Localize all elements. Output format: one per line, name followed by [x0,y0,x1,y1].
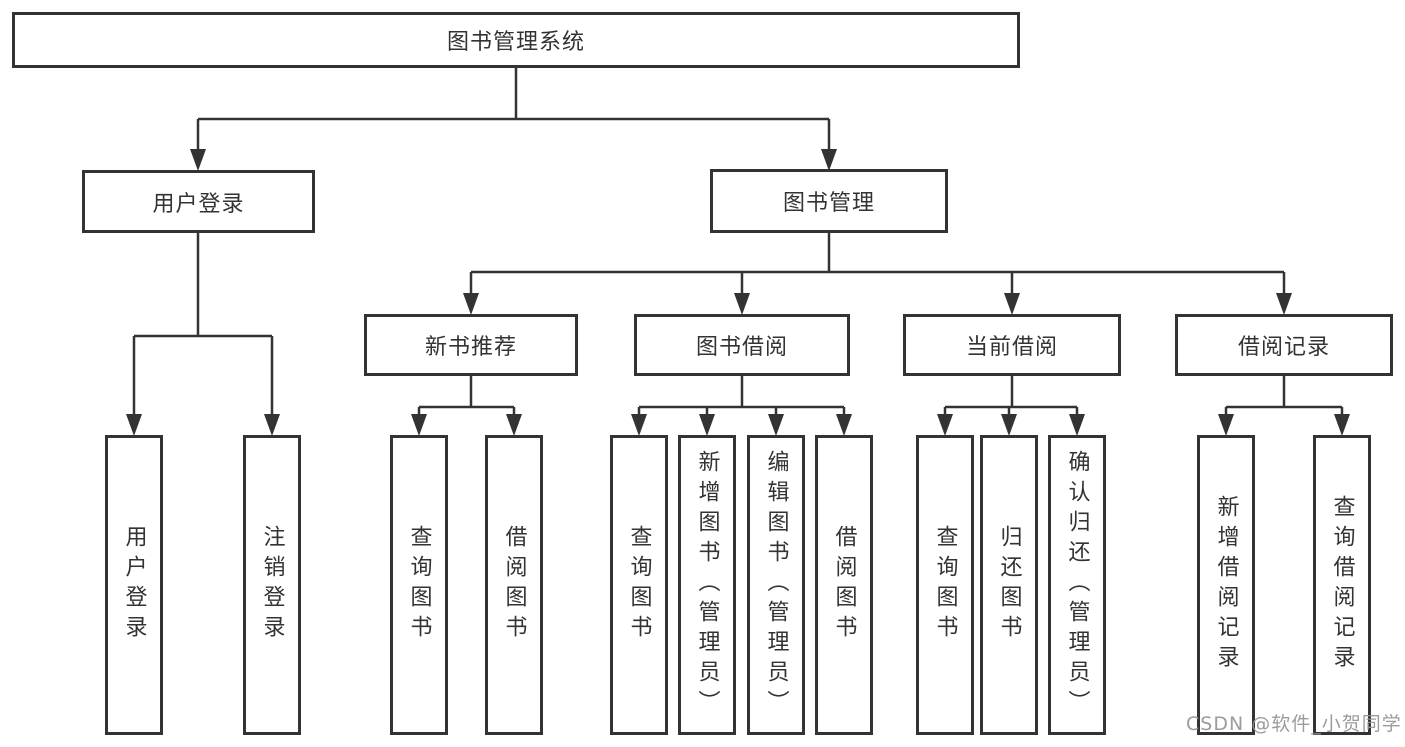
node-user-login: 用户登录 [82,170,315,233]
arrowhead [1276,293,1292,315]
leaf-bookborrow-borrow-label: 借阅图书 [831,525,857,645]
leaf-bookborrow-borrow: 借阅图书 [815,435,873,735]
node-root: 图书管理系统 [12,12,1020,68]
node-book-management: 图书管理 [710,169,948,233]
arrowhead [411,414,427,436]
leaf-newbook-borrow: 借阅图书 [485,435,543,735]
arrowhead [1334,414,1350,436]
node-book-borrow-label: 图书借阅 [695,335,788,360]
arrowhead [631,414,647,436]
leaf-logout: 注销登录 [243,435,301,735]
leaf-newbook-query-label: 查询图书 [406,525,432,645]
node-root-label: 图书管理系统 [446,30,585,55]
leaf-record-add-label: 新增借阅记录 [1213,495,1239,675]
leaf-logout-label: 注销登录 [259,525,285,645]
leaf-newbook-query: 查询图书 [390,435,448,735]
leaf-current-return: 归还图书 [980,435,1038,735]
arrowhead [836,414,852,436]
arrowhead [734,293,750,315]
node-book-management-label: 图书管理 [782,191,875,216]
leaf-bookborrow-add-admin-label: 新增图书（管理员） [694,450,720,720]
leaf-user-login: 用户登录 [105,435,163,735]
node-book-borrow: 图书借阅 [634,314,850,376]
arrowheads [126,149,1350,436]
arrowhead [463,293,479,315]
arrowhead [126,414,142,436]
arrowhead [190,149,206,171]
leaf-bookborrow-query: 查询图书 [610,435,668,735]
leaf-current-confirm-admin: 确认归还（管理员） [1048,435,1106,735]
leaf-current-return-label: 归还图书 [996,525,1022,645]
leaf-bookborrow-edit-admin-label: 编辑图书（管理员） [763,450,789,720]
leaf-record-query: 查询借阅记录 [1313,435,1371,735]
leaf-user-login-label: 用户登录 [121,525,147,645]
arrowhead [821,149,837,171]
arrowhead [699,414,715,436]
arrowhead [1218,414,1234,436]
arrowhead [937,414,953,436]
arrowhead [768,414,784,436]
node-current-borrow-label: 当前借阅 [965,335,1058,360]
leaf-record-add: 新增借阅记录 [1197,435,1255,735]
leaf-bookborrow-query-label: 查询图书 [626,525,652,645]
node-current-borrow: 当前借阅 [903,314,1121,376]
leaf-current-query: 查询图书 [916,435,974,735]
leaf-newbook-borrow-label: 借阅图书 [501,525,527,645]
node-user-login-label: 用户登录 [152,191,245,217]
arrowhead [1001,414,1017,436]
node-new-book-recommend-label: 新书推荐 [424,335,517,360]
node-borrow-record-label: 借阅记录 [1237,335,1330,360]
arrowhead [1004,293,1020,315]
arrowhead [506,414,522,436]
leaf-bookborrow-add-admin: 新增图书（管理员） [678,435,736,735]
arrowhead [264,414,280,436]
leaf-bookborrow-edit-admin: 编辑图书（管理员） [747,435,805,735]
leaf-current-confirm-admin-label: 确认归还（管理员） [1064,450,1090,720]
connector-paths [132,66,1344,417]
leaf-current-query-label: 查询图书 [932,525,958,645]
csdn-watermark: CSDN @软件_小贺同学 [1186,713,1402,735]
leaf-record-query-label: 查询借阅记录 [1329,495,1355,675]
node-new-book-recommend: 新书推荐 [364,314,578,376]
node-borrow-record: 借阅记录 [1175,314,1393,376]
arrowhead [1069,414,1085,436]
